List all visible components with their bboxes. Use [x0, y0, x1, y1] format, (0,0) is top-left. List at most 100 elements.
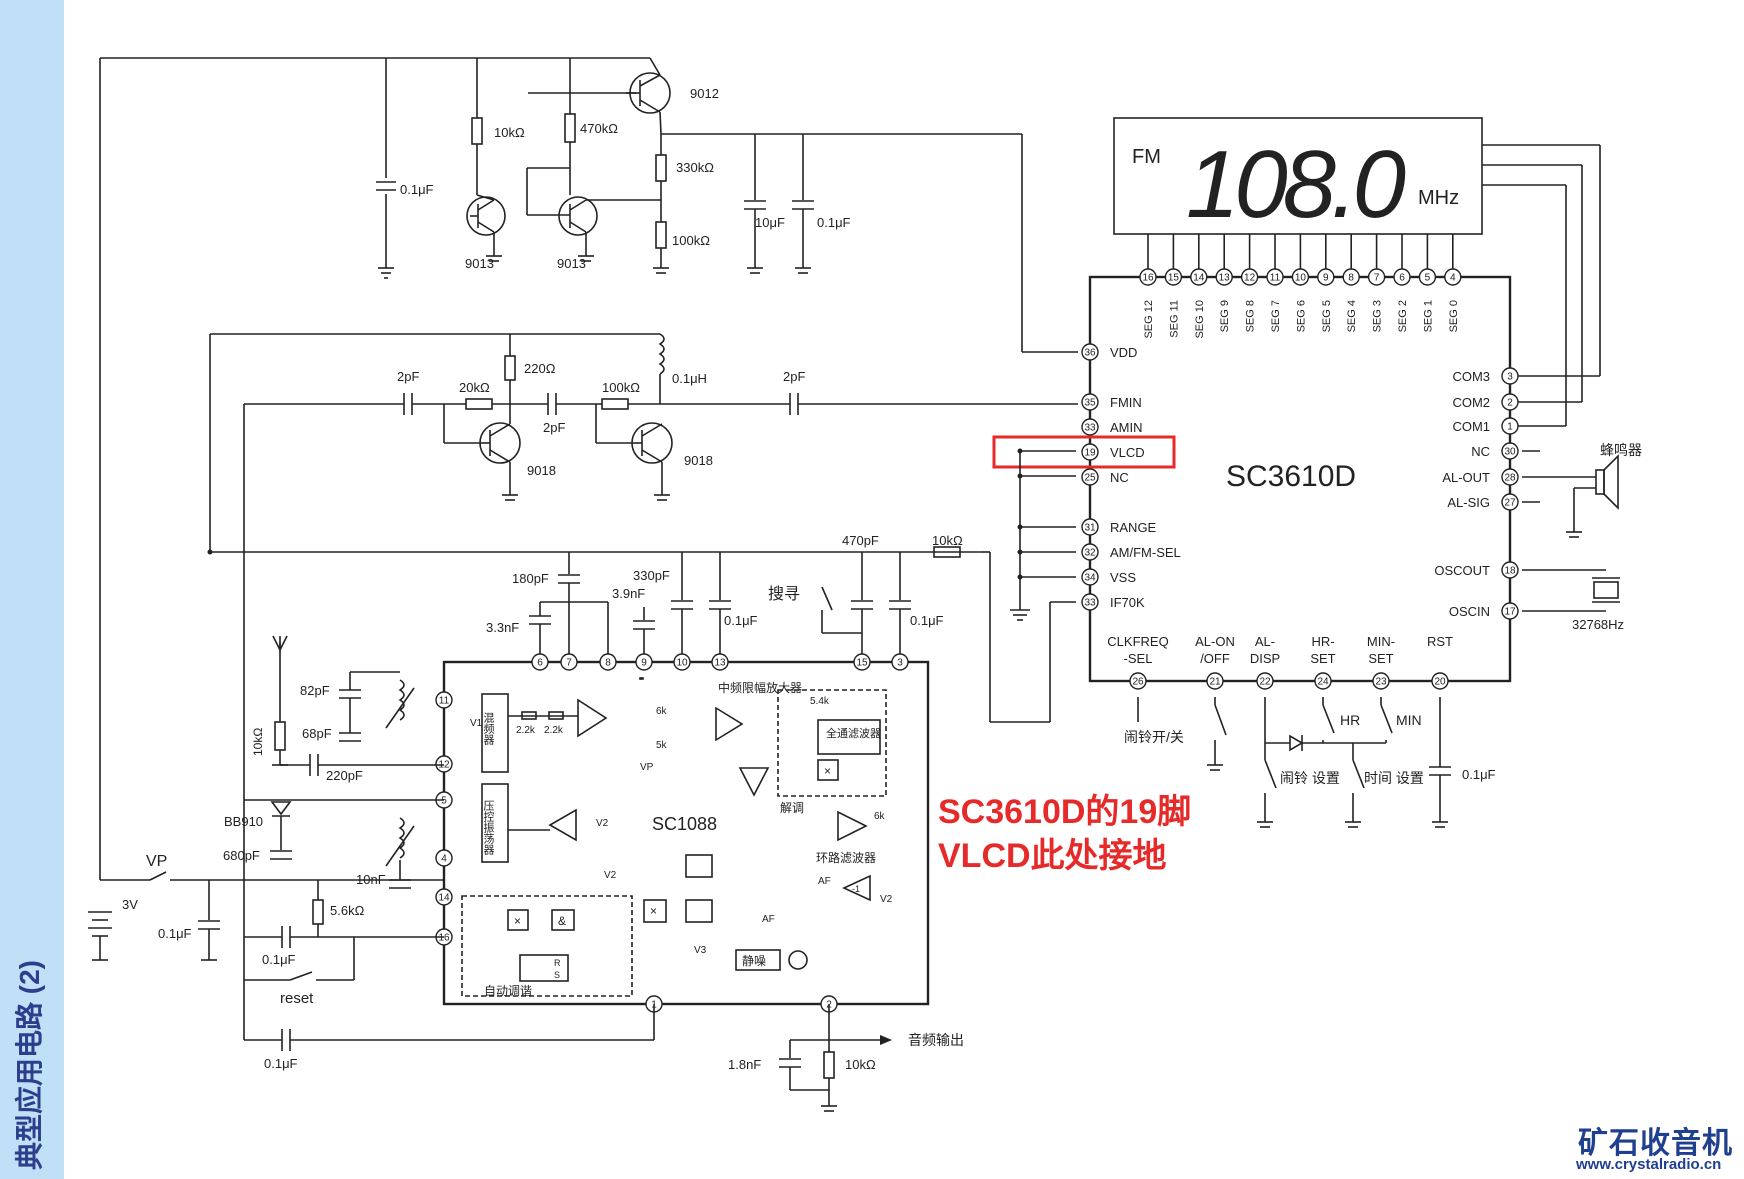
logo-name: 矿石收音机: [1578, 1127, 1733, 1160]
bottom-pin: 26: [1129, 672, 1147, 690]
v2-label: V2: [596, 818, 609, 829]
seg-label: SEG 0: [1448, 300, 1460, 332]
clock-buttons: 闹铃开/关 闹铃 设置 HR MIN 时间 设置 0.1μF: [1124, 697, 1496, 828]
right-pin: 27: [1501, 493, 1519, 511]
resistor-label: 5.4k: [810, 696, 830, 707]
seg-label: SEG 10: [1194, 300, 1206, 339]
bottom-pin: 22: [1256, 672, 1274, 690]
top-pin: 15: [1164, 268, 1183, 286]
antenna-section: 10kΩ 82pF 68pF 220pF BB910 680pF 10nF VP…: [88, 635, 655, 1071]
pin-number: 25: [1084, 473, 1096, 484]
bottom-pin-label: RST: [1427, 634, 1453, 649]
pin-number: 33: [1084, 423, 1096, 434]
pin-number: 3: [1507, 372, 1513, 383]
demod-label: 解调: [780, 801, 804, 815]
vp-label: VP: [640, 762, 654, 773]
pin-number: 33: [1084, 598, 1096, 609]
right-pin: 30: [1501, 442, 1519, 460]
left-pin: 25: [1081, 468, 1099, 486]
resistor-label: 20kΩ: [459, 380, 490, 395]
multiply-label: ×: [650, 904, 657, 918]
seg-label: SEG 6: [1295, 300, 1307, 332]
left-pin-label: FMIN: [1110, 395, 1142, 410]
multiply-label: ×: [514, 914, 521, 928]
transistor-label: 9012: [690, 86, 719, 101]
pin-number: 36: [1084, 348, 1096, 359]
cap-label: 0.1μF: [262, 952, 296, 967]
left-pin: 33: [1081, 418, 1099, 436]
resistor-label: 6k: [656, 706, 668, 717]
pin-number: 6: [1399, 273, 1405, 284]
left-pin: 33: [1081, 593, 1099, 611]
right-pin: 1: [1501, 417, 1519, 435]
annotation: SC3610D的19脚 VLCD此处接地: [938, 790, 1191, 878]
cap-label: 0.1μF: [724, 613, 758, 628]
right-pin-label: NC: [1471, 444, 1490, 459]
power-section: 0.1μF 10kΩ 470kΩ 9013 9013: [99, 57, 1078, 880]
display-unit: MHz: [1418, 187, 1459, 209]
resistor-label: 2.2k: [516, 725, 536, 736]
left-pin: 35: [1081, 393, 1099, 411]
cap-label: 0.1μF: [910, 613, 944, 628]
ground-bus: [990, 448, 1076, 723]
bottom-pin-label: SET: [1310, 651, 1335, 666]
cap-label: 68pF: [302, 726, 332, 741]
pin-number: 7: [566, 658, 572, 669]
right-pin-label: COM3: [1452, 369, 1490, 384]
allpass-label: 全通滤波器: [826, 726, 881, 740]
right-pin-label: COM1: [1452, 419, 1490, 434]
cap-label: 180pF: [512, 571, 549, 586]
pin-number: 30: [1504, 447, 1516, 458]
top-pin: 10: [1291, 268, 1310, 286]
af-label: AF: [818, 876, 831, 887]
top-pin: 13: [1215, 268, 1233, 286]
reset-label: reset: [280, 990, 314, 1007]
pin-number: 11: [1270, 273, 1281, 284]
left-pin-label: IF70K: [1110, 595, 1145, 610]
lcd-display: FM 108.0 MHz: [1113, 117, 1601, 426]
cap-label: 2pF: [783, 369, 805, 384]
fm-top-pin: 15: [853, 653, 871, 671]
pin-number: 6: [537, 658, 543, 669]
top-pin: 16: [1139, 268, 1157, 286]
pin-number: 18: [1504, 566, 1516, 577]
min-label: MIN: [1396, 712, 1422, 728]
cap-label: 0.1μF: [264, 1056, 298, 1071]
right-pin-label: AL-SIG: [1447, 495, 1490, 510]
left-pin: 31: [1081, 518, 1099, 536]
v2-label: V2: [880, 894, 893, 905]
right-pin: 17: [1501, 602, 1519, 620]
cap-label: 220pF: [326, 768, 363, 783]
seg-label: SEG 4: [1346, 300, 1358, 332]
right-pin: 2: [1501, 393, 1519, 411]
fm-top-pin: 3: [891, 653, 909, 671]
left-pin-label: RANGE: [1110, 520, 1157, 535]
pin-number: 10: [1295, 273, 1307, 284]
transistor-label: 9013: [465, 256, 494, 271]
resistor-label: 10kΩ: [845, 1057, 876, 1072]
resistor-label: 6k: [874, 811, 886, 822]
logo-url: www.crystalradio.cn: [1576, 1156, 1722, 1173]
top-pin: 5: [1418, 268, 1437, 286]
display-band: FM: [1132, 146, 1161, 168]
bottom-pin-label: SET: [1368, 651, 1393, 666]
pin-number: 19: [1084, 448, 1096, 459]
bottom-pin: 21: [1206, 672, 1224, 690]
left-pin: 19: [1081, 443, 1099, 461]
inductor-label: 0.1μH: [672, 371, 707, 386]
alarm-set-label: 闹铃 设置: [1280, 770, 1340, 786]
seg-label: SEG 5: [1321, 300, 1333, 332]
cap-label: 3.3nF: [486, 620, 519, 635]
af-label: AF: [762, 914, 775, 925]
resistor-label: 330kΩ: [676, 160, 714, 175]
ic-main-name: SC3610D: [1226, 460, 1356, 493]
top-pin: 7: [1367, 268, 1386, 286]
transistor-label: 9013: [557, 256, 586, 271]
ic-fm-name: SC1088: [652, 814, 717, 834]
crystal: 32768Hz: [1522, 569, 1624, 632]
fm-top-pin: 7: [560, 653, 578, 671]
transistor-label: 9018: [684, 453, 713, 468]
pin-number: 8: [605, 658, 611, 669]
display-frequency: 108.0: [1186, 131, 1406, 238]
annotation-line-2: VLCD此处接地: [938, 837, 1167, 875]
